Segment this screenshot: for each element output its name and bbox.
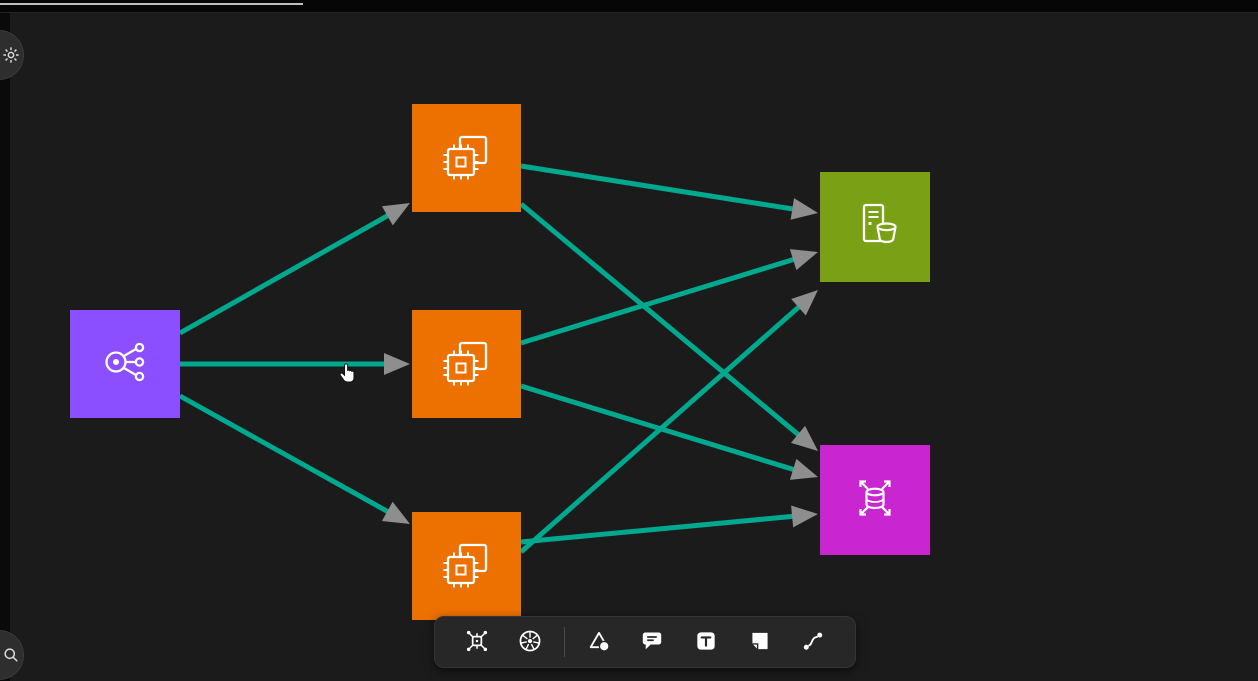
magnifier-icon <box>1 645 21 665</box>
node-compute-2[interactable] <box>412 310 521 418</box>
edge-arrowhead <box>790 198 818 220</box>
infrastructure-tool[interactable] <box>457 622 497 662</box>
edge-arrowhead <box>790 425 818 451</box>
node-load-balancer[interactable] <box>70 310 180 418</box>
edge-arrowhead <box>381 501 410 524</box>
edge-arrowhead <box>791 290 818 316</box>
connector-icon <box>800 628 826 657</box>
bottom-toolbar <box>434 616 856 668</box>
edge-compute-3-to-database[interactable] <box>520 505 818 545</box>
comment-icon <box>639 628 665 657</box>
kubernetes-icon <box>517 628 543 657</box>
node-storage[interactable] <box>820 172 930 282</box>
load-balancer-icon <box>93 330 157 399</box>
edge-load-balancer-to-compute-1[interactable] <box>178 203 410 336</box>
edge-line[interactable] <box>520 513 796 545</box>
node-database[interactable] <box>820 445 930 555</box>
left-edge-strip <box>0 13 10 681</box>
edge-arrowhead <box>791 505 818 528</box>
top-accent-line <box>0 3 303 5</box>
edge-line[interactable] <box>520 383 797 473</box>
shapes-icon <box>586 628 612 657</box>
edge-compute-2-to-storage[interactable] <box>520 249 818 346</box>
text-tool[interactable] <box>686 622 726 662</box>
window-top-bar <box>0 0 1258 13</box>
compute-icon <box>435 124 499 193</box>
edge-load-balancer-to-compute-2[interactable] <box>180 353 410 375</box>
edge-arrowhead <box>789 458 818 480</box>
edge-compute-2-to-database[interactable] <box>520 383 818 480</box>
connector-tool[interactable] <box>793 622 833 662</box>
node-compute-3[interactable] <box>412 512 521 620</box>
edge-arrowhead <box>384 353 410 375</box>
edge-line[interactable] <box>519 202 802 439</box>
shapes-tool[interactable] <box>579 622 619 662</box>
node-compute-1[interactable] <box>412 104 521 212</box>
compute-icon <box>435 532 499 601</box>
compute-icon <box>435 330 499 399</box>
text-icon <box>693 628 719 657</box>
comment-tool[interactable] <box>632 622 672 662</box>
gear-icon <box>1 45 21 65</box>
chip-network-icon <box>464 628 490 657</box>
note-tool[interactable] <box>740 622 780 662</box>
note-icon <box>747 628 773 657</box>
edge-load-balancer-to-compute-3[interactable] <box>178 393 410 524</box>
edge-compute-1-to-database[interactable] <box>519 202 818 451</box>
kubernetes-tool[interactable] <box>510 622 550 662</box>
edge-arrowhead <box>789 249 818 271</box>
toolbar-divider <box>563 627 565 657</box>
database-scaling-icon <box>843 466 907 535</box>
edge-arrowhead <box>381 203 410 226</box>
edge-line[interactable] <box>520 163 796 212</box>
edge-compute-1-to-storage[interactable] <box>520 163 818 220</box>
edge-line[interactable] <box>178 393 392 515</box>
storage-server-icon <box>843 193 907 262</box>
edge-line[interactable] <box>178 212 392 336</box>
edge-line[interactable] <box>520 256 797 346</box>
